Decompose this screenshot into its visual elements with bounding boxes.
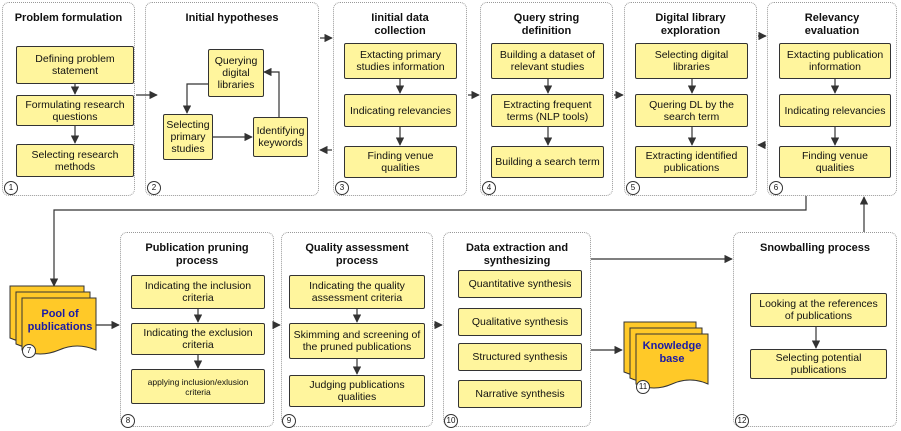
box-indicating-exclusion-criteria: Indicating the exclusion criteria <box>131 323 265 355</box>
panel-initial-hypotheses: Initial hypotheses <box>145 2 319 196</box>
step-number-12: 12 <box>735 414 749 428</box>
panel-title: Data extraction and synthesizing <box>465 242 569 267</box>
box-selecting-potential-publications: Selecting potential publications <box>750 349 887 379</box>
box-indicating-quality-criteria: Indicating the quality assessment criter… <box>289 275 425 309</box>
knowledge-base-label: Knowledge base <box>642 340 702 365</box>
box-indicating-inclusion-criteria: Indicating the inclusion criteria <box>131 275 265 309</box>
box-quering-dl: Quering DL by the search term <box>635 94 748 127</box>
box-extracting-frequent-terms: Extracting frequent terms (NLP tools) <box>491 94 604 127</box>
panel-title: Relevancy evaluation <box>804 12 860 37</box>
step-number-8: 8 <box>121 414 135 428</box>
panel-title: Query string definition <box>513 12 580 37</box>
box-building-dataset: Building a dataset of relevant studies <box>491 43 604 79</box>
box-judging-qualities: Judging publications qualities <box>289 375 425 407</box>
box-selecting-primary-studies: Selecting primary studies <box>163 114 213 160</box>
box-skimming-screening: Skimming and screening of the pruned pub… <box>289 323 425 359</box>
box-defining-problem-statement: Defining problem statement <box>16 46 134 84</box>
box-selecting-research-methods: Selecting research methods <box>16 144 134 177</box>
box-extracting-identified-publications: Extracting identified publications <box>635 146 748 178</box>
step-number-7: 7 <box>22 344 36 358</box>
box-finding-venue-qualities: Finding venue qualities <box>344 146 457 178</box>
box-building-search-term: Building a search term <box>491 146 604 178</box>
box-finding-venue-qualities-6: Finding venue qualities <box>779 146 891 178</box>
panel-snowballing: Snowballing process <box>733 232 897 427</box>
box-indicating-relevancies: Indicating relevancies <box>344 94 457 127</box>
box-indicating-relevancies-6: Indicating relevancies <box>779 94 891 127</box>
box-applying-criteria: applying inclusion/exlusion criteria <box>131 369 265 404</box>
step-number-1: 1 <box>4 181 18 195</box>
box-identifying-keywords: Identifying keywords <box>253 117 308 157</box>
step-number-11: 11 <box>636 380 650 394</box>
step-number-6: 6 <box>769 181 783 195</box>
box-narrative-synthesis: Narrative synthesis <box>458 380 582 408</box>
box-qualitative-synthesis: Qualitative synthesis <box>458 308 582 336</box>
step-number-9: 9 <box>282 414 296 428</box>
panel-title: Snowballing process <box>759 242 871 254</box>
box-formulating-research-questions: Formulating research questions <box>16 95 134 126</box>
step-number-3: 3 <box>335 181 349 195</box>
box-structured-synthesis: Structured synthesis <box>458 343 582 371</box>
box-querying-digital-libraries: Querying digital libraries <box>208 49 264 97</box>
box-selecting-digital-libraries: Selecting digital libraries <box>635 43 748 79</box>
panel-title: Initial hypotheses <box>185 12 279 24</box>
step-number-2: 2 <box>147 181 161 195</box>
step-number-5: 5 <box>626 181 640 195</box>
panel-title: Digital library exploration <box>655 12 726 37</box>
box-extracting-primary-studies-info: Extacting primary studies information <box>344 43 457 79</box>
panel-title: Publication pruning process <box>145 242 249 267</box>
pool-of-publications-label: Pool of publications <box>27 308 93 333</box>
box-looking-at-references: Looking at the references of publication… <box>750 293 887 327</box>
step-number-10: 10 <box>444 414 458 428</box>
step-number-4: 4 <box>482 181 496 195</box>
panel-title: Iinitial data collection <box>371 12 429 37</box>
box-quantitative-synthesis: Quantitative synthesis <box>458 270 582 298</box>
panel-title: Problem formulation <box>14 12 123 24</box>
panel-title: Quality assessment process <box>305 242 409 267</box>
box-extracting-publication-info: Extacting publication information <box>779 43 891 79</box>
